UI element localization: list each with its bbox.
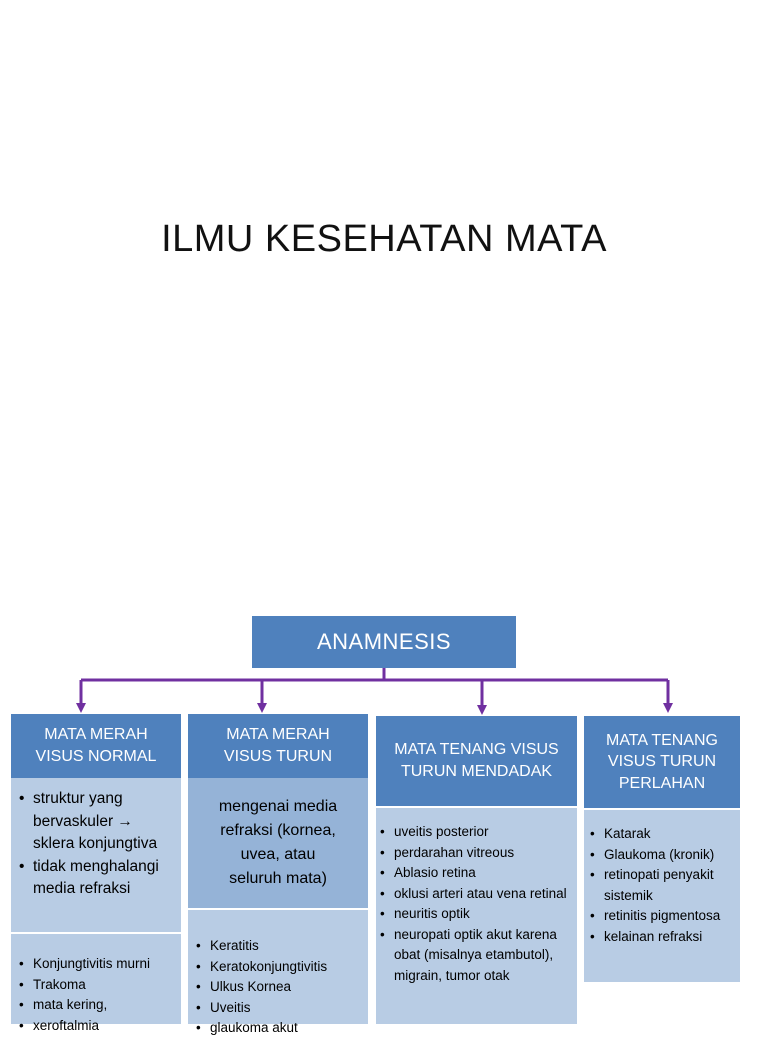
example-item: Keratitis bbox=[194, 936, 362, 957]
column-1-heading-line-1: MATA MERAH bbox=[44, 726, 148, 744]
root-box-anamnesis: ANAMNESIS bbox=[252, 616, 516, 668]
example-item: Ulkus Kornea bbox=[194, 977, 362, 998]
example-item: neuropati optik akut karena obat (misaln… bbox=[378, 925, 571, 987]
description-text: struktur yang bervaskuler → sklera konju… bbox=[33, 790, 158, 852]
description-text: tidak menghalangi media refraksi bbox=[33, 857, 159, 898]
example-item: uveitis posterior bbox=[378, 822, 571, 843]
example-item: Keratokonjungtivitis bbox=[194, 957, 362, 978]
column-2-examples-panel: Keratitis Keratokonjungtivitis Ulkus Kor… bbox=[188, 910, 368, 1038]
column-3-heading-line-1: MATA TENANG VISUS bbox=[394, 741, 559, 759]
example-item: retinitis pigmentosa bbox=[588, 906, 736, 927]
column-1-description-panel: struktur yang bervaskuler → sklera konju… bbox=[11, 778, 181, 932]
column-2-description-line: uvea, atau bbox=[240, 846, 316, 863]
column-4-examples-panel: Katarak Glaukoma (kronik) retinopati pen… bbox=[584, 810, 740, 982]
column-1-heading: MATA MERAH VISUS NORMAL bbox=[11, 714, 181, 778]
column-2-description-line: seluruh mata) bbox=[229, 870, 327, 887]
slide-title: ILMU KESEHATAN MATA bbox=[161, 218, 607, 260]
example-item: Ablasio retina bbox=[378, 863, 571, 884]
column-3-heading: MATA TENANG VISUS TURUN MENDADAK bbox=[376, 716, 577, 806]
example-item: Katarak bbox=[588, 824, 736, 845]
example-item: Glaukoma (kronik) bbox=[588, 845, 736, 866]
column-2-heading-line-2: VISUS TURUN bbox=[223, 748, 333, 765]
example-item: oklusi arteri atau vena retinal bbox=[378, 884, 571, 905]
column-4-examples-list: Katarak Glaukoma (kronik) retinopati pen… bbox=[588, 824, 736, 947]
column-1-description-item: struktur yang bervaskuler → sklera konju… bbox=[17, 788, 175, 856]
column-4-heading-line-3: PERLAHAN bbox=[618, 774, 706, 792]
example-item: Konjungtivitis murni bbox=[17, 954, 175, 975]
column-4-heading-line-2: VISUS TURUN bbox=[607, 753, 717, 771]
column-2-description-line: mengenai media bbox=[218, 798, 338, 815]
example-item: perdarahan vitreous bbox=[378, 843, 571, 864]
example-item: retinopati penyakit sistemik bbox=[588, 865, 736, 906]
column-4-heading: MATA TENANG VISUS TURUN PERLAHAN bbox=[584, 716, 740, 808]
column-2-examples-list: Keratitis Keratokonjungtivitis Ulkus Kor… bbox=[194, 936, 362, 1039]
column-1-description-item: tidak menghalangi media refraksi bbox=[17, 856, 175, 901]
example-item: xeroftalmia bbox=[17, 1016, 175, 1037]
example-item: Trakoma bbox=[17, 975, 175, 996]
example-item: kelainan refraksi bbox=[588, 927, 736, 948]
example-item: Uveitis bbox=[194, 998, 362, 1019]
column-3-heading-line-2: TURUN MENDADAK bbox=[400, 763, 553, 780]
example-item: glaukoma akut bbox=[194, 1018, 362, 1039]
column-2-description-panel: mengenai media refraksi (kornea, uvea, a… bbox=[188, 778, 368, 908]
column-3-examples-list: uveitis posterior perdarahan vitreous Ab… bbox=[378, 822, 571, 986]
example-item: neuritis optik bbox=[378, 904, 571, 925]
column-4-heading-line-1: MATA TENANG bbox=[605, 731, 718, 749]
example-item: mata kering, bbox=[17, 995, 175, 1016]
column-2-description-line: refraksi (kornea, bbox=[220, 822, 336, 839]
column-2-heading-line-1: MATA MERAH bbox=[226, 726, 330, 744]
column-1-heading-line-2: VISUS NORMAL bbox=[35, 748, 157, 765]
column-3-examples-panel: uveitis posterior perdarahan vitreous Ab… bbox=[376, 808, 577, 1024]
column-1-examples-panel: Konjungtivitis murni Trakoma mata kering… bbox=[11, 934, 181, 1036]
column-1-description-list: struktur yang bervaskuler → sklera konju… bbox=[17, 788, 175, 901]
column-2-heading: MATA MERAH VISUS TURUN bbox=[188, 714, 368, 778]
